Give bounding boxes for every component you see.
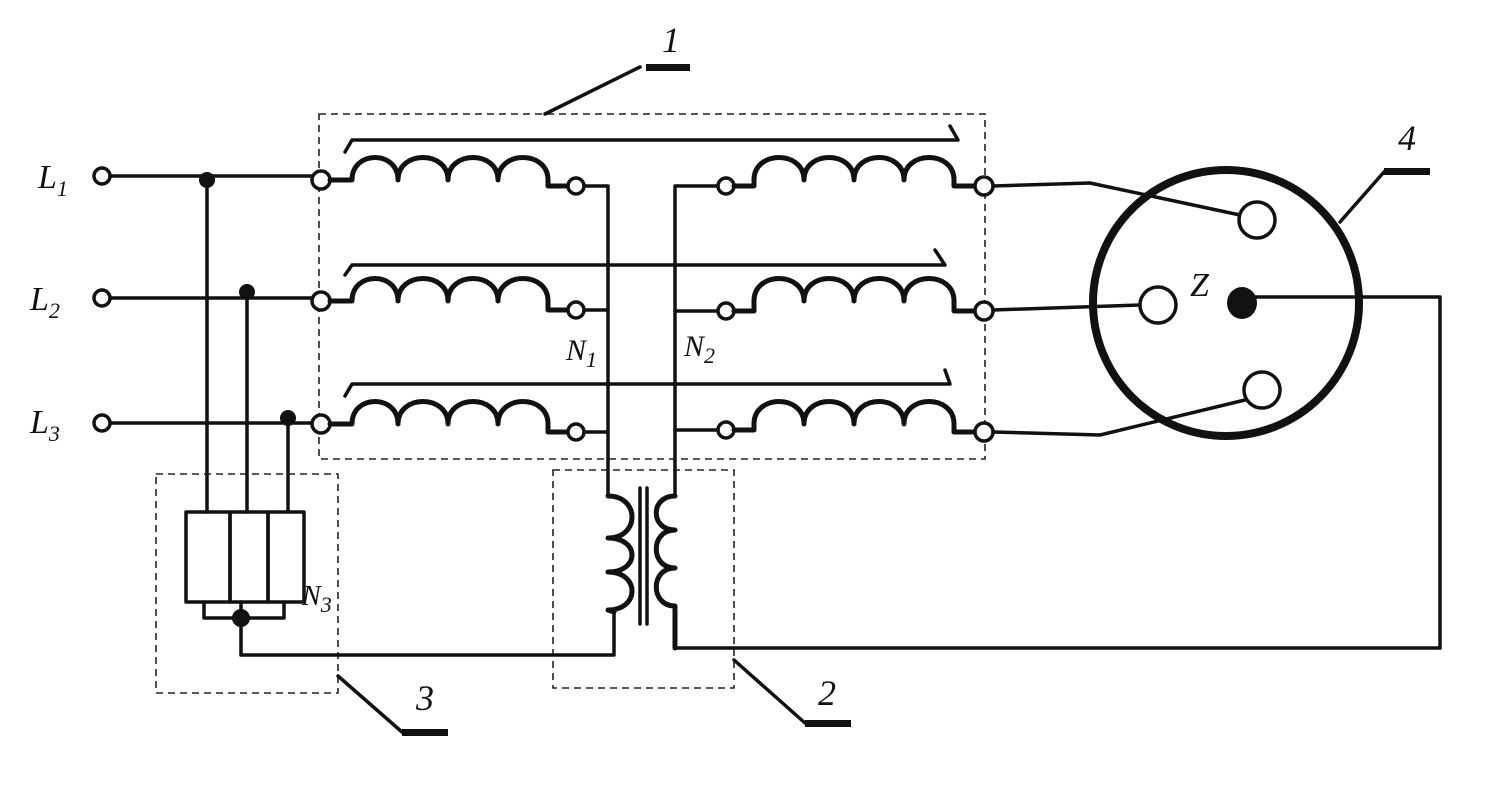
label-n1: N1 [565,334,597,372]
input-terminals [92,166,112,433]
enclosure-1 [318,113,986,460]
block-3-taps [199,172,296,514]
primary-windings [310,155,610,498]
callout-2: 2 [818,673,836,713]
label-l1: L1 [37,159,68,201]
enclosure-2 [552,469,735,689]
load-circle [1089,166,1442,650]
impedance-bank [184,510,616,657]
label-l3: L3 [29,404,60,446]
input-lines [108,174,314,425]
label-n2: N2 [683,330,715,368]
callout-1: 1 [662,20,680,60]
label-z: Z [1190,267,1210,304]
label-n3: N3 [301,581,332,617]
core-lines [343,124,960,398]
secondary-windings [673,155,995,498]
label-l2: L2 [29,281,60,323]
coupling-transformer [605,486,1442,651]
callout-3: 3 [415,678,434,718]
callout-leaders [336,64,1430,736]
callout-4: 4 [1398,118,1416,158]
output-wires [991,181,1247,437]
